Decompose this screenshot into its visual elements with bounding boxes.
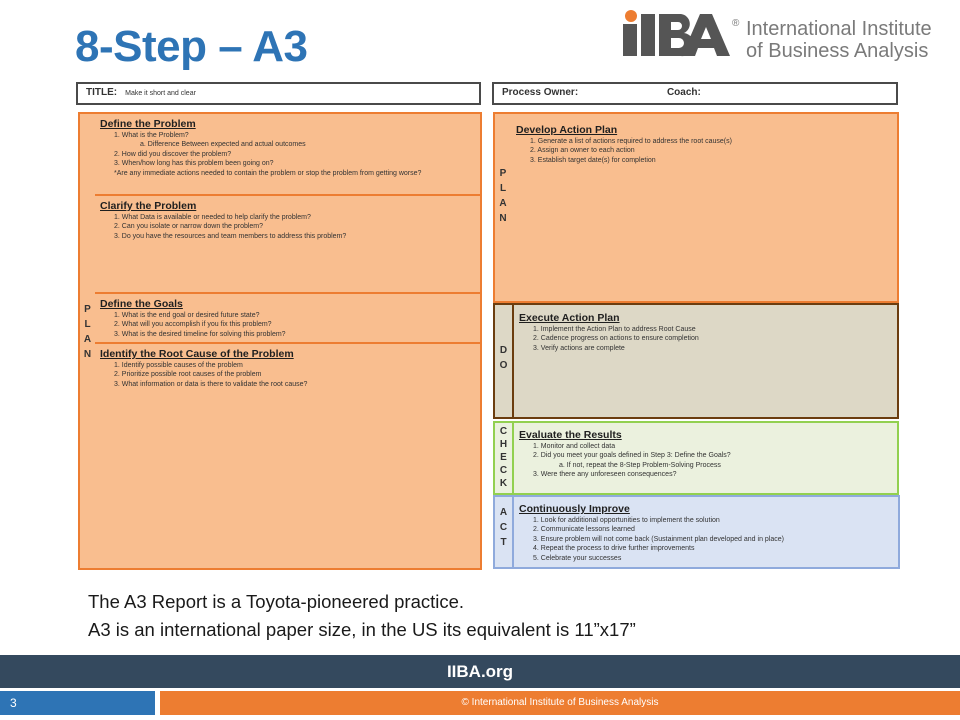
list-item: 2. Can you isolate or narrow down the pr… [114, 223, 264, 231]
list-item: 2. Cadence progress on actions to ensure… [533, 335, 699, 343]
list-item: 1. Look for additional opportunities to … [533, 517, 720, 524]
root-cause-title: Identify the Root Cause of the Problem [100, 348, 294, 360]
owner-coach-field[interactable]: Process Owner: Coach: [492, 82, 898, 105]
define-problem-title: Define the Problem [100, 118, 196, 130]
logo-name-line2: of Business Analysis [746, 40, 929, 62]
list-note: *Are any immediate actions needed to con… [114, 169, 422, 177]
list-item: 3. Establish target date(s) for completi… [530, 156, 656, 164]
list-item: 3. Do you have the resources and team me… [114, 232, 347, 240]
list-item: 3. When/how long has this problem been g… [114, 160, 274, 168]
develop-action-plan-section: Develop Action Plan 1. Generate a list o… [511, 112, 899, 303]
evaluate-results-title: Evaluate the Results [519, 429, 622, 441]
title-field[interactable]: TITLE: Make it short and clear [76, 82, 481, 105]
list-item: 2. Did you meet your goals defined in St… [533, 452, 731, 460]
execute-action-plan-section: Execute Action Plan 1. Implement the Act… [512, 303, 899, 419]
list-item: 1. Monitor and collect data [533, 443, 616, 450]
list-subitem: a. If not, repeat the 8-Step Problem-Sol… [559, 461, 721, 469]
list-item: 1. Generate a list of actions required t… [530, 138, 732, 145]
clarify-problem-title: Clarify the Problem [100, 200, 197, 212]
list-item: 2. Communicate lessons learned [533, 526, 635, 534]
iiba-logo: ® International Institute of Business An… [620, 10, 940, 70]
list-subitem: a. Difference Between expected and actua… [140, 141, 306, 149]
list-item: 3. Were there any unforeseen consequence… [533, 471, 677, 479]
coach-label: Coach: [666, 87, 701, 98]
list-item: 1. What is the Problem? [114, 132, 189, 139]
registered-mark: ® [732, 18, 740, 29]
slide-title: 8-Step – A3 [75, 22, 308, 71]
list-item: 2. Assign an owner to each action [530, 147, 635, 155]
left-sections-panel: Define the Problem 1. What is the Proble… [95, 112, 482, 570]
page-number: 3 [0, 691, 155, 715]
list-item: 1. Implement the Action Plan to address … [533, 326, 696, 333]
list-item: 2. What will you accomplish if you fix t… [114, 321, 272, 329]
define-goals-section: Define the Goals 1. What is the end goal… [95, 294, 480, 344]
continuously-improve-section: Continuously Improve 1. Look for additio… [512, 495, 900, 569]
copyright-text: © International Institute of Business An… [160, 691, 960, 715]
logo-name: International Institute of Business Anal… [746, 18, 932, 62]
list-item: 5. Celebrate your successes [533, 554, 622, 562]
note-line-1: The A3 Report is a Toyota-pioneered prac… [88, 591, 465, 612]
process-owner-label: Process Owner: [502, 87, 579, 98]
note-line-2: A3 is an international paper size, in th… [88, 619, 636, 640]
list-item: 1. What is the end goal or desired futur… [114, 312, 260, 319]
evaluate-results-section: Evaluate the Results 1. Monitor and coll… [512, 421, 899, 495]
iiba-logo-mark [623, 10, 730, 57]
title-field-label: TITLE: [86, 87, 118, 98]
list-item: 4. Repeat the process to drive further i… [533, 545, 695, 553]
execute-action-plan-title: Execute Action Plan [519, 312, 620, 324]
list-item: 3. Verify actions are complete [533, 344, 625, 352]
define-goals-title: Define the Goals [100, 298, 183, 310]
clarify-problem-section: Clarify the Problem 1. What Data is avai… [95, 196, 480, 294]
list-item: 3. Ensure problem will not come back (Su… [533, 535, 784, 543]
continuously-improve-title: Continuously Improve [519, 503, 630, 515]
title-field-hint: Make it short and clear [125, 90, 196, 97]
list-item: 1. Identify possible causes of the probl… [114, 362, 243, 369]
list-item: 3. What information or data is there to … [114, 380, 308, 388]
list-item: 2. Prioritize possible root causes of th… [114, 371, 262, 379]
root-cause-section: Identify the Root Cause of the Problem 1… [95, 344, 480, 568]
list-item: 3. What is the desired timeline for solv… [114, 330, 286, 338]
footer-site-link[interactable]: IIBA.org [0, 655, 960, 688]
develop-action-plan-title: Develop Action Plan [516, 124, 618, 136]
list-item: 1. What Data is available or needed to h… [114, 214, 311, 221]
define-problem-section: Define the Problem 1. What is the Proble… [95, 114, 480, 196]
list-item: 2. How did you discover the problem? [114, 150, 232, 158]
logo-name-line1: International Institute [746, 18, 932, 40]
